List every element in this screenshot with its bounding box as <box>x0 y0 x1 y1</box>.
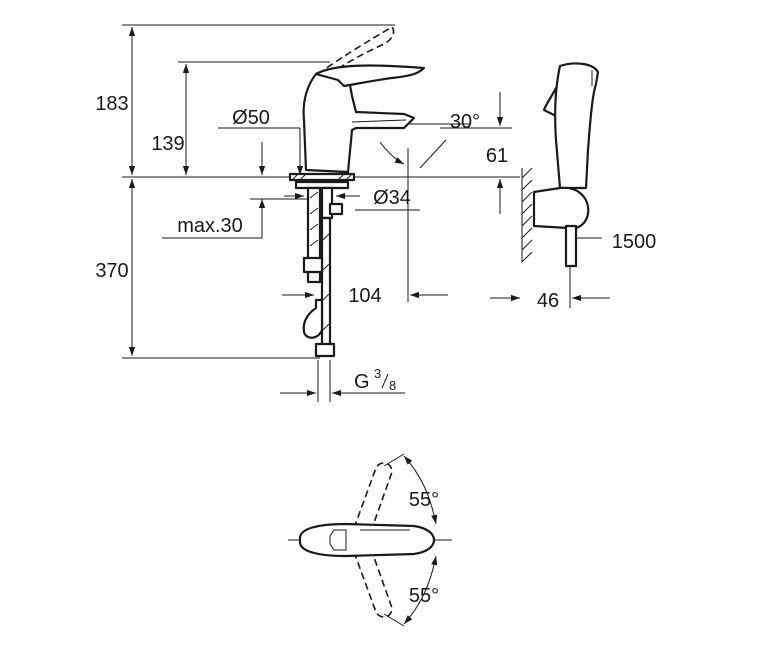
length-370-label: 370 <box>95 260 128 282</box>
height-61-label: 61 <box>486 145 508 167</box>
diameter-50-label: Ø50 <box>232 107 270 129</box>
angle-55-right-label: 55° <box>409 585 439 607</box>
top-view-lever <box>298 522 436 558</box>
angle-30-leader <box>419 139 447 169</box>
top-view-cap <box>329 529 347 551</box>
side-view: 183 139 370 Ø50 max.30 Ø34 104 61 <box>95 24 520 402</box>
hose-nut <box>302 256 324 274</box>
angle-55-right-line <box>383 613 405 627</box>
hand-shower-view: 1500 46 <box>490 62 657 312</box>
angle-55-right-arc <box>403 555 438 625</box>
connection-nut <box>314 342 336 358</box>
reach-104-label: 104 <box>348 285 381 307</box>
thread-denominator: 8 <box>389 378 396 393</box>
faucet-body <box>302 68 416 174</box>
shower-hose <box>564 224 578 268</box>
faucet-lever <box>314 64 426 88</box>
thread-fraction-slash <box>381 373 389 389</box>
thread-g-label: G <box>354 371 370 393</box>
deck-hatch <box>291 173 353 181</box>
diameter-34-label: Ø34 <box>373 187 411 209</box>
height-183-label: 183 <box>95 93 128 115</box>
wall-hatch <box>521 167 533 263</box>
angle-30-label: 30° <box>450 111 480 133</box>
hose-length-label: 1500 <box>612 231 657 253</box>
projection-46-label: 46 <box>537 290 559 312</box>
shower-head <box>554 62 600 190</box>
angle-55-left-arc <box>403 455 438 525</box>
deck-plate <box>288 172 356 182</box>
angle-55-left-line <box>383 453 405 467</box>
top-view: 55° 55° <box>288 453 452 627</box>
spout-line <box>351 119 407 123</box>
height-139-label: 139 <box>151 133 184 155</box>
fixing-nut <box>328 202 344 216</box>
hose-texture <box>309 191 330 331</box>
angle-55-left-label: 55° <box>409 489 439 511</box>
pop-up-rod <box>302 298 324 339</box>
thread-numerator: 3 <box>374 366 381 381</box>
angle-30-arc <box>379 141 405 165</box>
shower-trigger <box>542 86 558 118</box>
max30-label: max.30 <box>177 215 243 237</box>
shower-wall-holder <box>532 186 590 230</box>
